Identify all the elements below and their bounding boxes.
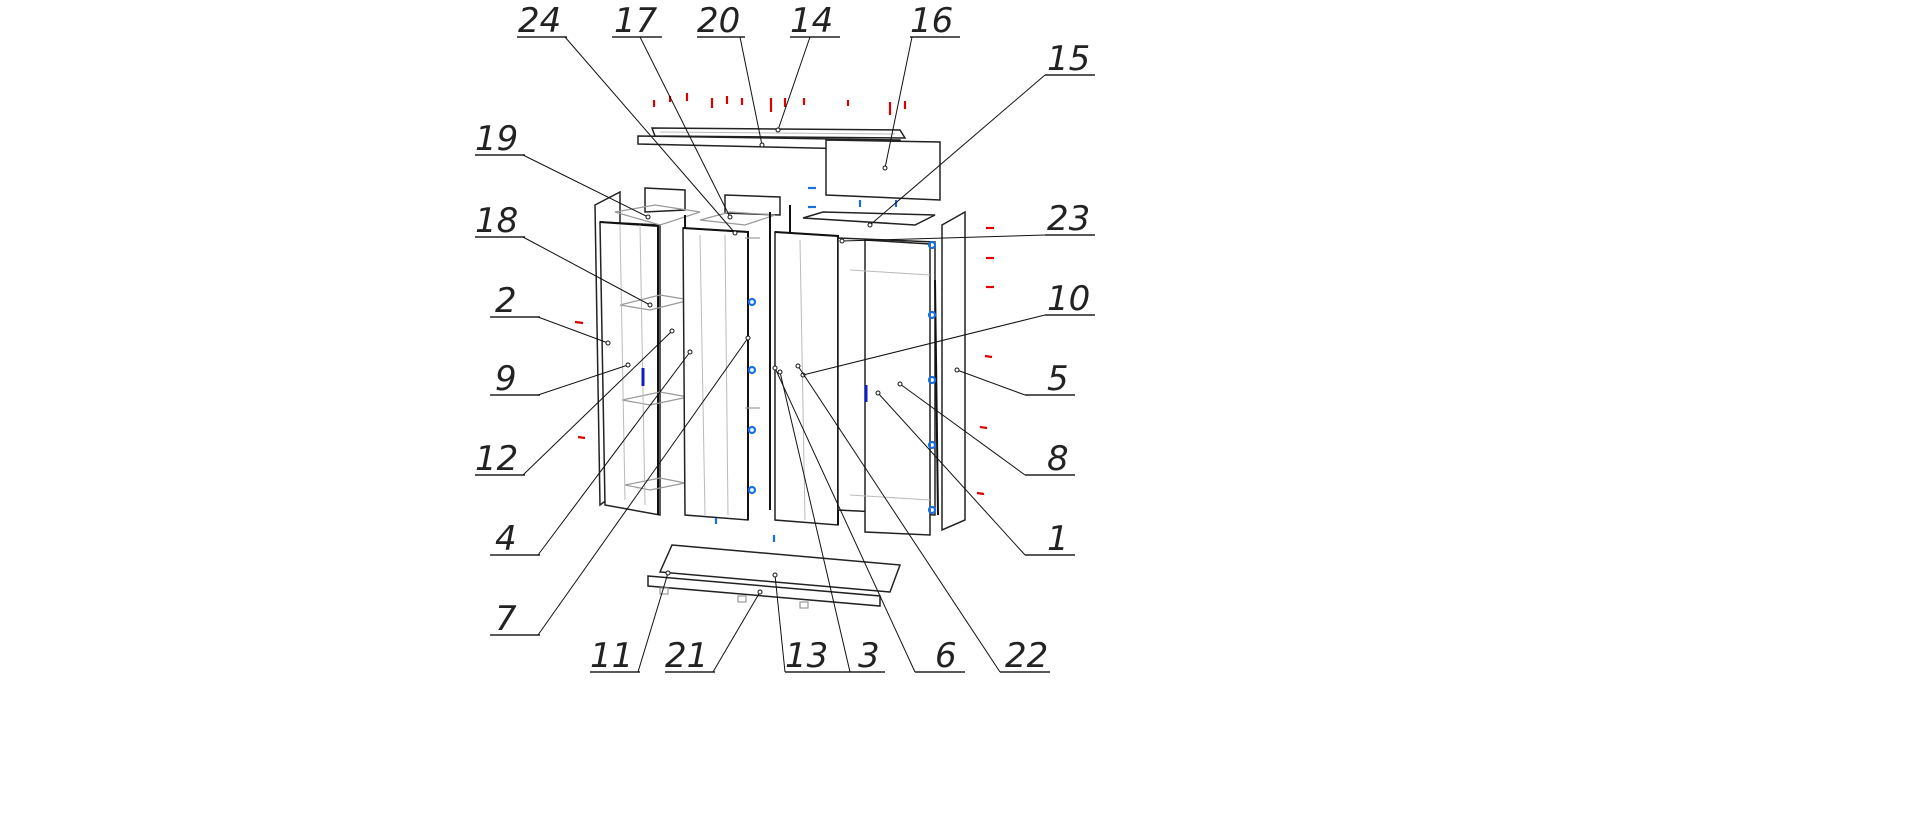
callout-label: 7 [495, 599, 517, 639]
callout-label: 13 [785, 636, 828, 676]
callout-14: 14 [775, 1, 840, 133]
callout-label: 15 [1047, 39, 1090, 79]
callout-7: 7 [490, 335, 751, 639]
callout-18: 18 [475, 201, 653, 308]
callout-8: 8 [897, 381, 1075, 479]
callout-19: 19 [475, 119, 651, 220]
callout-label: 10 [1047, 279, 1090, 319]
callout-17: 17 [612, 1, 733, 220]
callout-label: 24 [518, 1, 561, 41]
top-panel [637, 127, 941, 201]
callout-20: 20 [697, 1, 765, 148]
callout-4: 4 [490, 349, 693, 559]
callout-label: 9 [495, 359, 517, 399]
fasteners [574, 93, 994, 542]
callout-12: 12 [475, 328, 675, 479]
callout-13: 13 [772, 572, 835, 676]
callout-label: 11 [590, 636, 633, 676]
right-section [802, 210, 966, 536]
callout-11: 11 [590, 570, 671, 676]
callout-label: 2 [495, 281, 517, 321]
callout-3: 3 [777, 369, 885, 676]
callout-label: 22 [1005, 636, 1048, 676]
callout-label: 21 [665, 636, 708, 676]
callout-label: 16 [910, 1, 953, 41]
callout-label: 19 [475, 119, 518, 159]
callout-label: 5 [1047, 359, 1069, 399]
callout-label: 23 [1047, 199, 1090, 239]
callout-label: 3 [858, 636, 880, 676]
bottom-plinth [647, 544, 902, 609]
callout-label: 20 [697, 1, 740, 41]
callout-22: 22 [795, 363, 1050, 676]
callout-label: 4 [495, 519, 517, 559]
middle-section [682, 194, 839, 526]
callout-23: 23 [839, 199, 1095, 244]
callout-1: 1 [875, 390, 1075, 559]
callout-2: 2 [490, 281, 611, 346]
callout-label: 12 [475, 439, 518, 479]
callout-label: 14 [790, 1, 833, 41]
callout-6: 6 [772, 365, 965, 676]
callout-21: 21 [665, 589, 763, 676]
callout-label: 1 [1047, 519, 1069, 559]
callout-5: 5 [954, 359, 1075, 399]
callout-9: 9 [490, 359, 631, 399]
callout-label: 6 [935, 636, 957, 676]
callout-15: 15 [867, 39, 1095, 228]
callout-10: 10 [800, 279, 1095, 378]
callout-24: 24 [517, 1, 738, 236]
callouts: 24 17 20 14 16 15 19 18 2 9 12 4 7 23 10… [475, 1, 1095, 676]
left-cabinet [594, 187, 701, 516]
callout-label: 8 [1047, 439, 1069, 479]
callout-label: 18 [475, 201, 518, 241]
callout-16: 16 [882, 1, 960, 171]
callout-label: 17 [614, 1, 658, 41]
